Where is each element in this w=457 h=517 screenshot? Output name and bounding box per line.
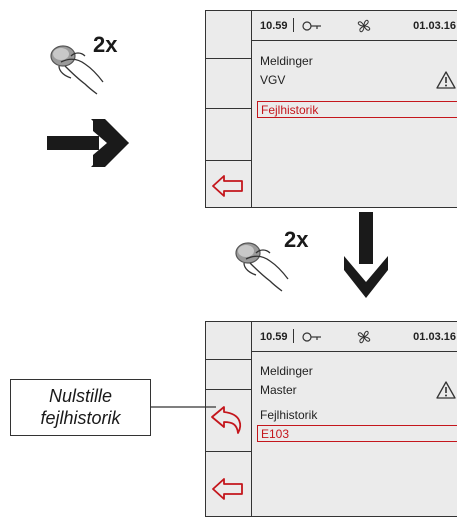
back-arrow-icon: [212, 175, 243, 197]
selected-menu-item[interactable]: Fejlhistorik: [257, 101, 457, 118]
menu-line-2: VGV: [260, 73, 286, 87]
reset-arrow-icon: [211, 406, 241, 434]
key-icon: [302, 21, 321, 31]
softkey-4[interactable]: [206, 452, 251, 516]
status-divider: [293, 18, 294, 32]
warning-icon: [436, 381, 456, 399]
menu-line-2: Master: [260, 383, 297, 397]
menu-line-3: Fejlhistorik: [260, 408, 318, 422]
clock-time: 10.59: [260, 331, 288, 343]
clock-date: 01.03.16: [413, 331, 456, 343]
clock-date: 01.03.16: [413, 20, 456, 32]
callout-line-2: fejlhistorik: [40, 408, 121, 428]
softkey-3[interactable]: [206, 390, 251, 452]
menu-line-1: Meldinger: [260, 364, 313, 378]
warning-icon: [436, 71, 456, 89]
selected-menu-label: Fejlhistorik: [261, 103, 319, 117]
screen-content: 10.59 01.03.16 Meldinger VGV Fejlhistori…: [252, 11, 457, 207]
softkey-2[interactable]: [206, 360, 251, 390]
softkey-1[interactable]: [206, 11, 251, 59]
press-count-label: 2x: [93, 32, 118, 57]
softkey-column: [206, 11, 252, 207]
softkey-2[interactable]: [206, 59, 251, 109]
key-icon: [302, 332, 321, 342]
callout-box: Nulstille fejlhistorik: [10, 379, 151, 436]
screen-content: 10.59 01.03.16 Meldinger Master Fejlhist…: [252, 322, 457, 516]
fan-icon: [357, 330, 371, 344]
softkey-4[interactable]: [206, 161, 251, 207]
callout-line-1: Nulstille: [48, 386, 113, 406]
status-divider: [293, 329, 294, 343]
callout-connector: [150, 406, 216, 408]
display-screen-2: 10.59 01.03.16 Meldinger Master Fejlhist…: [205, 321, 457, 517]
menu-line-1: Meldinger: [260, 54, 313, 68]
softkey-column: [206, 322, 252, 516]
status-bar: 10.59 01.03.16: [252, 322, 457, 352]
press-count-label: 2x: [284, 227, 309, 252]
selected-menu-item[interactable]: E103: [257, 425, 457, 442]
display-screen-1: 10.59 01.03.16 Meldinger VGV Fejlhistori…: [205, 10, 457, 208]
clock-time: 10.59: [260, 20, 288, 32]
hand-press-icon: [235, 242, 289, 292]
arrow-down-icon: [344, 212, 388, 298]
fan-icon: [357, 19, 371, 33]
hand-press-icon: [50, 45, 104, 95]
softkey-3[interactable]: [206, 109, 251, 161]
softkey-1[interactable]: [206, 322, 251, 360]
status-bar: 10.59 01.03.16: [252, 11, 457, 41]
back-arrow-icon: [212, 478, 243, 500]
selected-menu-label: E103: [261, 427, 290, 441]
arrow-right-icon: [47, 119, 129, 167]
